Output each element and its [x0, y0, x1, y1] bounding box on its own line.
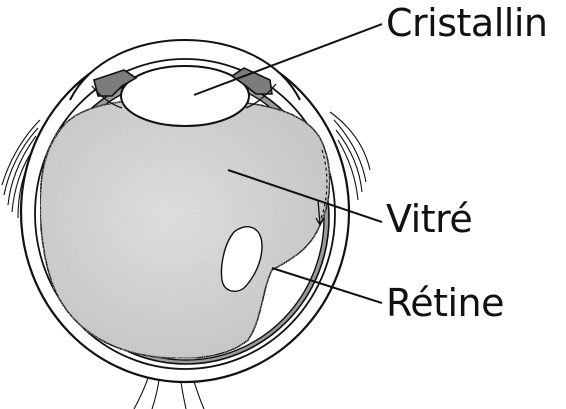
label-lens: Cristallin	[386, 4, 547, 42]
label-retina: Rétine	[386, 284, 504, 322]
lens	[121, 66, 249, 126]
label-vitreous: Vitré	[386, 200, 472, 238]
